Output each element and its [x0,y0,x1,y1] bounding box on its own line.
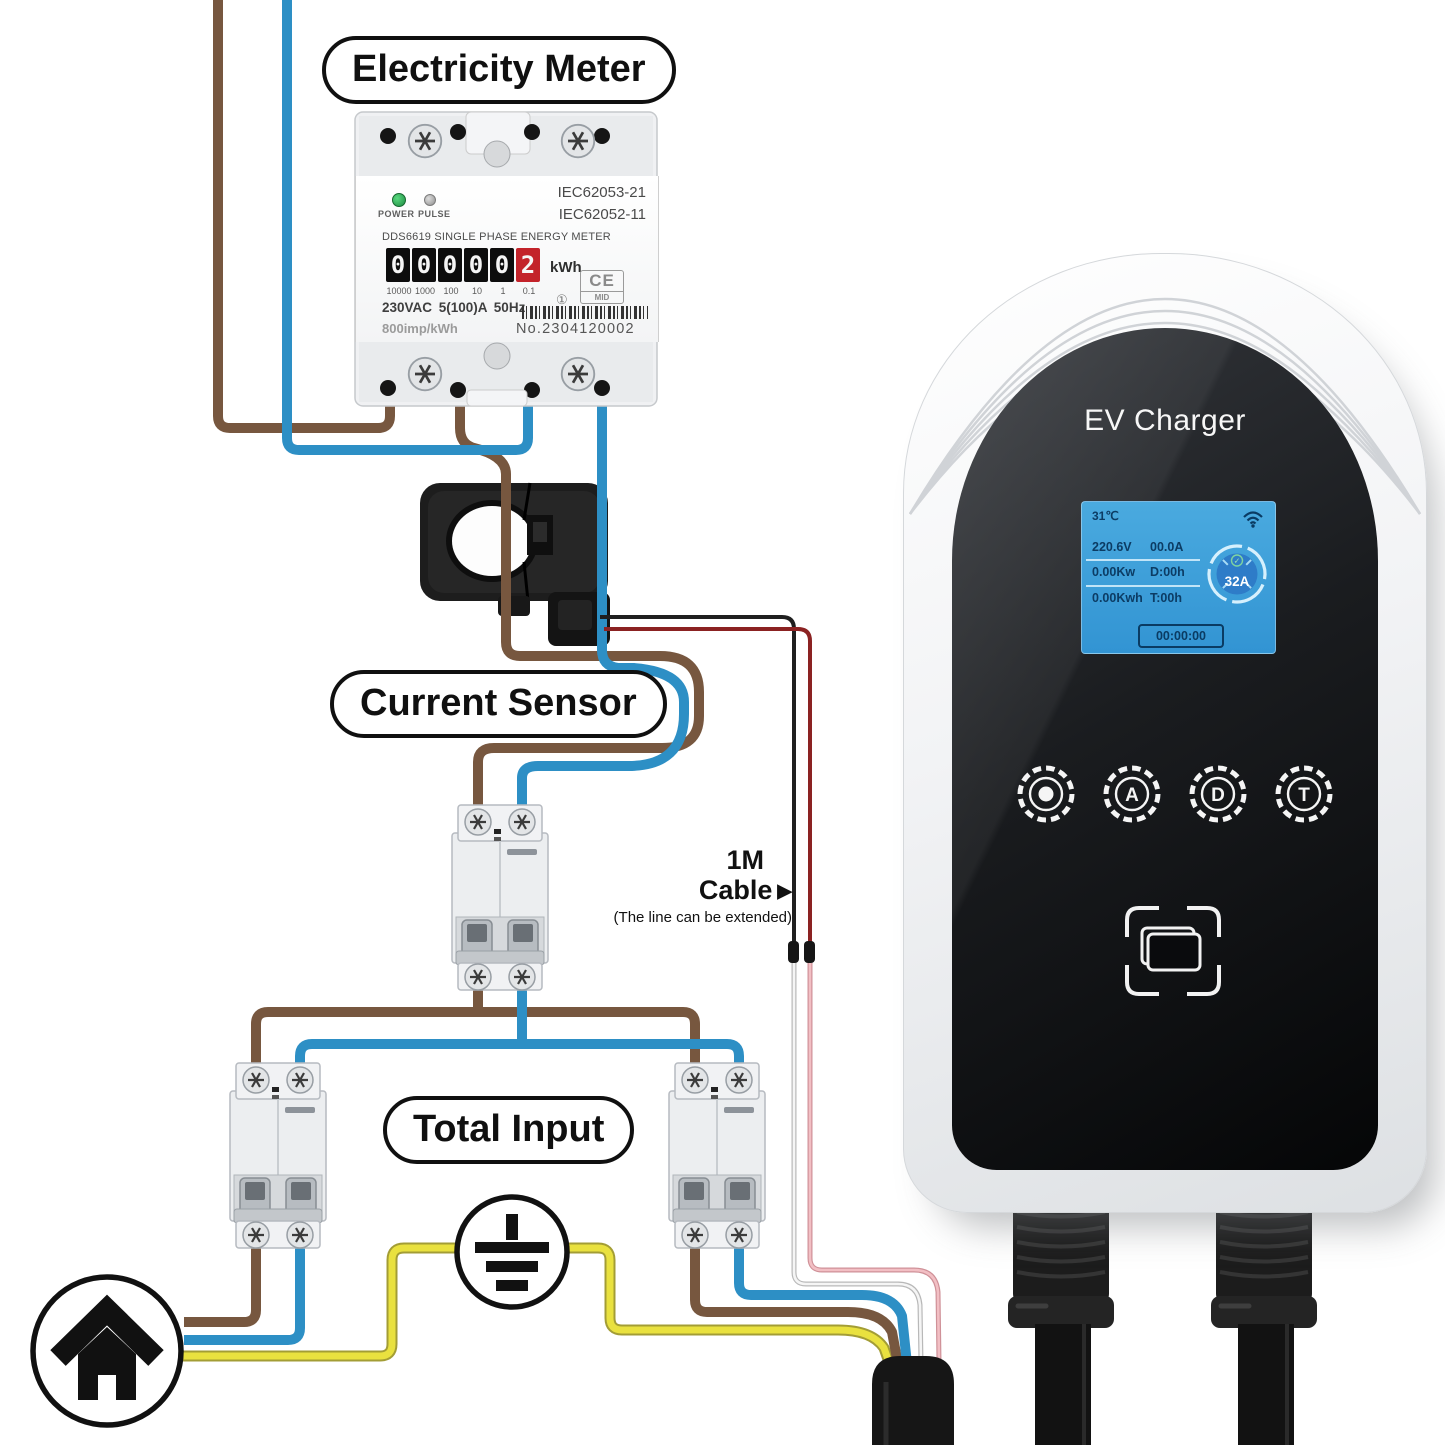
power-readout: 0.00Kw [1092,565,1136,579]
scale-value: 0.1 [522,286,536,296]
gauge-check-icon: ✓ [1234,557,1241,566]
amp-limit-readout: 32A [1225,574,1250,589]
charger-brand-text: EV Charger [1084,404,1246,437]
wire-sensor-red [604,627,812,944]
ce-mark: CE MID [580,270,624,304]
label-electricity-meter: Electricity Meter [322,36,676,104]
cable-note-text: (The line can be extended) [613,909,792,926]
counter-digit-red: 2 [516,248,540,282]
wire-yellow-earth [182,1244,894,1367]
power-led-label: POWER [378,209,415,219]
wire-brown-supply [213,0,395,433]
ce-text: CE [589,271,615,290]
wire-sensor-white-outline [791,963,924,1363]
wire-brown-to-house [184,1232,261,1327]
mid-text: MID [581,291,623,303]
sensor-connector-bead-2 [804,941,815,963]
barcode [522,306,648,319]
power-button [1017,765,1075,823]
button-t: T [1275,765,1333,823]
wire-sensor-pink [808,963,941,1363]
meter-standards: IEC62053-21 IEC62052-11 [558,182,646,226]
breaker-house [230,1063,326,1248]
counter-digit: 0 [464,248,488,282]
kwh-counter: 0 0 0 0 0 2 kWh [386,248,582,282]
button-d-label: D [1211,785,1225,806]
wifi-icon [1243,511,1263,528]
wire-blue-meter-to-breaker [517,398,689,810]
ct-clamp [420,482,610,646]
current-readout: 00.0A [1150,540,1184,554]
cable-word: Cable [698,875,773,905]
wires [182,0,942,1367]
cable-length-annotation: 1M Cable▶ (The line can be extended) [600,845,792,926]
scale-value: 10 [471,286,482,296]
button-a: A [1103,765,1161,823]
standard-2: IEC62052-11 [558,206,646,223]
power-led [392,193,406,207]
power-dot-icon [1038,786,1054,802]
label-current-sensor: Current Sensor [330,670,667,738]
rfid-reader-icon [1125,906,1221,996]
meter-rating: 230VAC 5(100)A 50Hz [382,300,526,315]
scale-value: 1 [500,286,506,296]
screen-divider [1086,559,1200,561]
ev-charger-unit: EV Charger 31℃ 220.6V 00.0A 0.00Kw D:00h… [903,253,1427,1213]
scale-value: 1000 [414,286,436,296]
temperature-readout: 31℃ [1092,509,1119,523]
input-cable-sheath [872,1356,954,1445]
button-d: D [1189,765,1247,823]
counter-scale-row: 10000 1000 100 10 1 0.1 [386,286,542,296]
kwh-unit: kWh [550,259,582,276]
label-total-input: Total Input [383,1096,635,1164]
earth-ground-icon [452,1192,572,1317]
day-time-readout: D:00h [1150,565,1185,579]
meter-serial-number: No.2304120002 [516,321,635,337]
counter-digit: 0 [490,248,514,282]
counter-digit: 0 [438,248,462,282]
voltage-readout: 220.6V [1092,540,1132,554]
wire-brown-to-charger [690,1232,903,1365]
wire-blue-supply [282,0,533,455]
right-arrow-icon: ▶ [777,881,792,902]
meter-model-title: DDS6619 SINGLE PHASE ENERGY METER [382,231,611,243]
energy-readout: 0.00Kwh [1092,591,1143,605]
button-a-label: A [1125,785,1139,806]
meter-impulse-rate: 800imp/kWh [382,321,458,336]
cable-length: 1M [726,845,764,875]
panel-controls: A D T [1017,765,1333,996]
charger-cable-glands [1008,1196,1317,1445]
button-t-label: T [1298,785,1310,806]
wire-sensor-white [792,963,923,1363]
wire-blue-to-house [184,1232,305,1345]
scale-value: 10000 [386,286,412,296]
cert-class-icon: ① [556,292,568,307]
wire-blue-to-charger [734,1232,912,1365]
house-icon [28,1272,186,1435]
scale-value: 100 [443,286,459,296]
electricity-meter-face: POWER PULSE IEC62053-21 IEC62052-11 DDS6… [355,176,659,342]
pulse-led [424,194,436,206]
charger-front-panel: EV Charger 31℃ 220.6V 00.0A 0.00Kw D:00h… [952,328,1378,1170]
breaker-charger [669,1063,765,1248]
wire-blue-split [295,1039,744,1075]
lcd-screen: 31℃ 220.6V 00.0A 0.00Kw D:00h 0.00Kwh T:… [1081,501,1276,654]
counter-digit: 0 [412,248,436,282]
breaker-main [452,805,548,990]
sensor-connector-bead-1 [788,941,799,963]
screen-divider [1086,585,1200,587]
standard-1: IEC62053-21 [557,184,646,201]
amp-gauge: ✓ 32A [1207,544,1267,604]
pulse-led-label: PULSE [418,209,451,219]
total-time-readout: T:00h [1150,591,1182,605]
counter-digit: 0 [386,248,410,282]
charge-timer-readout: 00:00:00 [1138,624,1224,648]
